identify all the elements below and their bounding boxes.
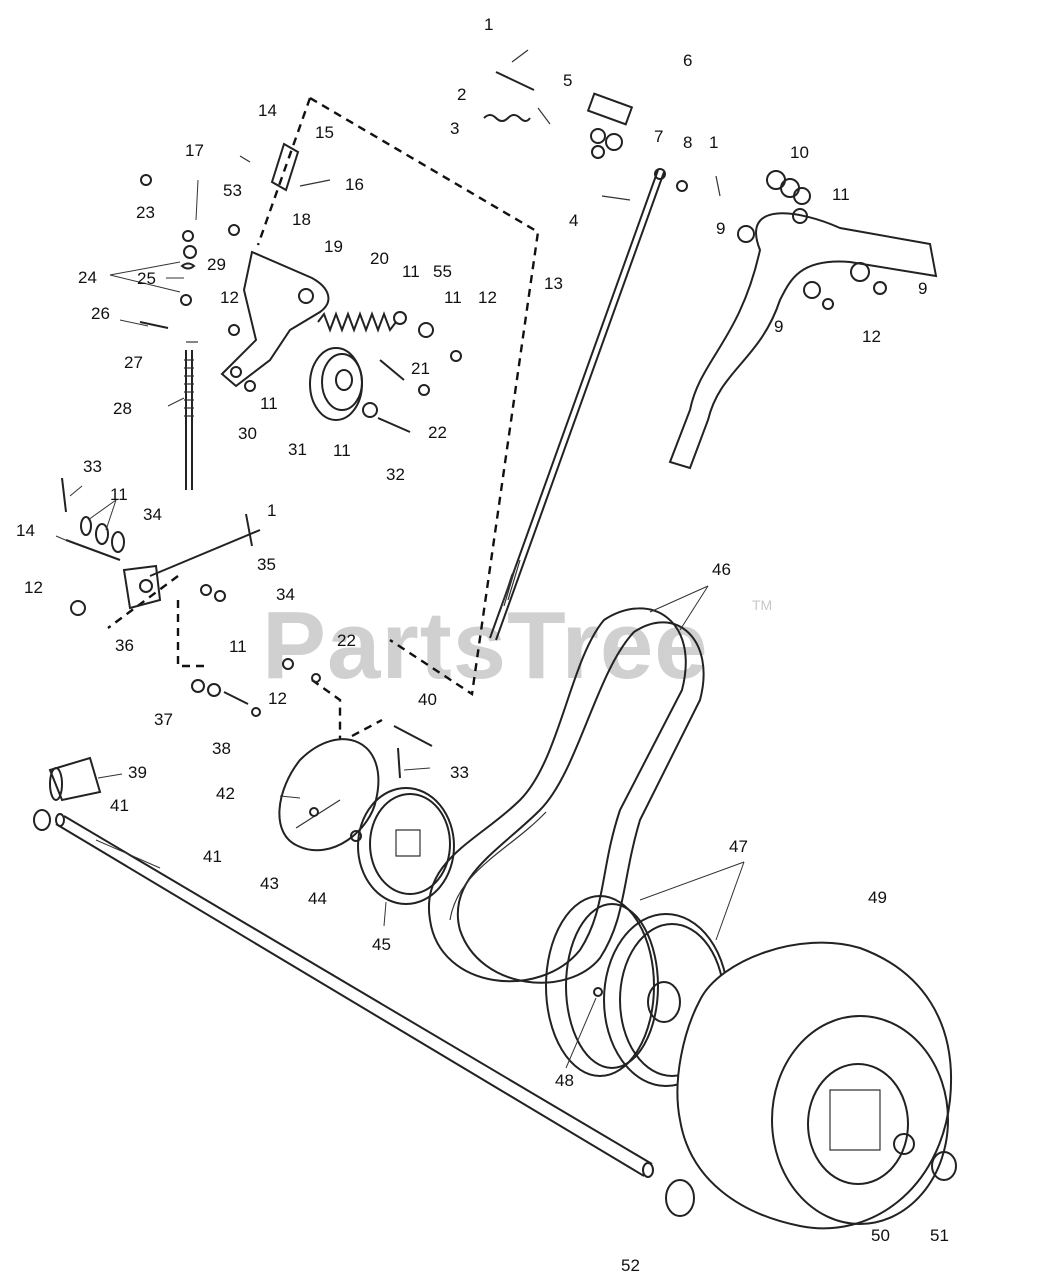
callout-12: 12 (220, 288, 239, 307)
callout-47: 47 (729, 837, 748, 856)
callout-52: 52 (621, 1256, 640, 1275)
callout-35: 35 (257, 555, 276, 574)
callout-11: 11 (444, 288, 462, 307)
callout-14: 14 (258, 101, 277, 120)
bracket-fasteners (139, 142, 462, 396)
callout-20: 20 (370, 249, 389, 268)
callout-21: 21 (411, 359, 430, 378)
callout-12: 12 (862, 327, 881, 346)
callout-25: 25 (137, 269, 156, 288)
callout-36: 36 (115, 636, 134, 655)
callout-12: 12 (24, 578, 43, 597)
callout-11: 11 (832, 185, 850, 204)
callout-50: 50 (871, 1226, 890, 1245)
callout-23: 23 (136, 203, 155, 222)
callout-33: 33 (83, 457, 102, 476)
drive-belts (427, 607, 705, 984)
callout-26: 26 (91, 304, 110, 323)
callout-13: 13 (544, 274, 563, 293)
callout-labels: 1 2 3 4 5 6 7 8 1 10 11 9 9 9 12 14 15 1… (16, 15, 949, 1275)
callout-33: 33 (450, 763, 469, 782)
callout-49: 49 (868, 888, 887, 907)
callout-37: 37 (154, 710, 173, 729)
callout-51: 51 (930, 1226, 949, 1245)
washer-stack (766, 170, 811, 224)
callout-11: 11 (110, 485, 128, 504)
callout-1: 1 (267, 501, 276, 520)
callout-1: 1 (484, 15, 493, 34)
callout-5: 5 (563, 71, 572, 90)
callout-44: 44 (308, 889, 327, 908)
callout-12: 12 (268, 689, 287, 708)
callout-11: 11 (260, 394, 278, 413)
callout-11: 11 (333, 441, 351, 460)
callout-1: 1 (709, 133, 718, 152)
callout-22: 22 (337, 631, 356, 650)
callout-29: 29 (207, 255, 226, 274)
callout-53: 53 (223, 181, 242, 200)
callout-6: 6 (683, 51, 692, 70)
callout-4: 4 (569, 211, 578, 230)
callout-7: 7 (654, 127, 663, 146)
rear-wheel (676, 941, 957, 1230)
idler-pulley (309, 347, 411, 433)
callout-31: 31 (288, 440, 307, 459)
callout-10: 10 (790, 143, 809, 162)
callout-39: 39 (128, 763, 147, 782)
callout-41: 41 (110, 796, 129, 815)
callout-27: 27 (124, 353, 143, 372)
callout-17: 17 (185, 141, 204, 160)
callout-9: 9 (774, 317, 783, 336)
callout-41: 41 (203, 847, 222, 866)
top-hardware (483, 49, 634, 201)
callout-8: 8 (683, 133, 692, 152)
callout-18: 18 (292, 210, 311, 229)
callout-22: 22 (428, 423, 447, 442)
watermark-trademark: TM (752, 597, 772, 613)
callout-55: 55 (433, 262, 452, 281)
idler-bracket (220, 250, 330, 388)
callout-9: 9 (918, 279, 927, 298)
callout-38: 38 (212, 739, 231, 758)
adjusting-rod (184, 350, 194, 490)
linkage-rod (489, 168, 666, 641)
callout-32: 32 (386, 465, 405, 484)
callout-30: 30 (238, 424, 257, 443)
callout-3: 3 (450, 119, 459, 138)
callout-43: 43 (260, 874, 279, 893)
pivot-assembly (61, 477, 321, 717)
callout-15: 15 (315, 123, 334, 142)
callout-40: 40 (418, 690, 437, 709)
callout-45: 45 (372, 935, 391, 954)
callout-19: 19 (324, 237, 343, 256)
callout-42: 42 (216, 784, 235, 803)
callout-34: 34 (143, 505, 162, 524)
leader-lines (55, 179, 745, 1069)
callout-9: 9 (716, 219, 725, 238)
callout-48: 48 (555, 1071, 574, 1090)
callout-46: 46 (712, 560, 731, 579)
callout-11: 11 (402, 262, 420, 281)
lift-lever (668, 175, 938, 470)
callout-12: 12 (478, 288, 497, 307)
callout-28: 28 (113, 399, 132, 418)
callout-14: 14 (16, 521, 35, 540)
axle-assembly (33, 756, 695, 1217)
callout-16: 16 (345, 175, 364, 194)
callout-2: 2 (457, 85, 466, 104)
callout-24: 24 (78, 268, 97, 287)
assembly-outline (107, 96, 540, 740)
brake-assembly (278, 725, 455, 905)
callout-11: 11 (229, 637, 247, 656)
callout-34: 34 (276, 585, 295, 604)
idler-spring (317, 311, 397, 333)
